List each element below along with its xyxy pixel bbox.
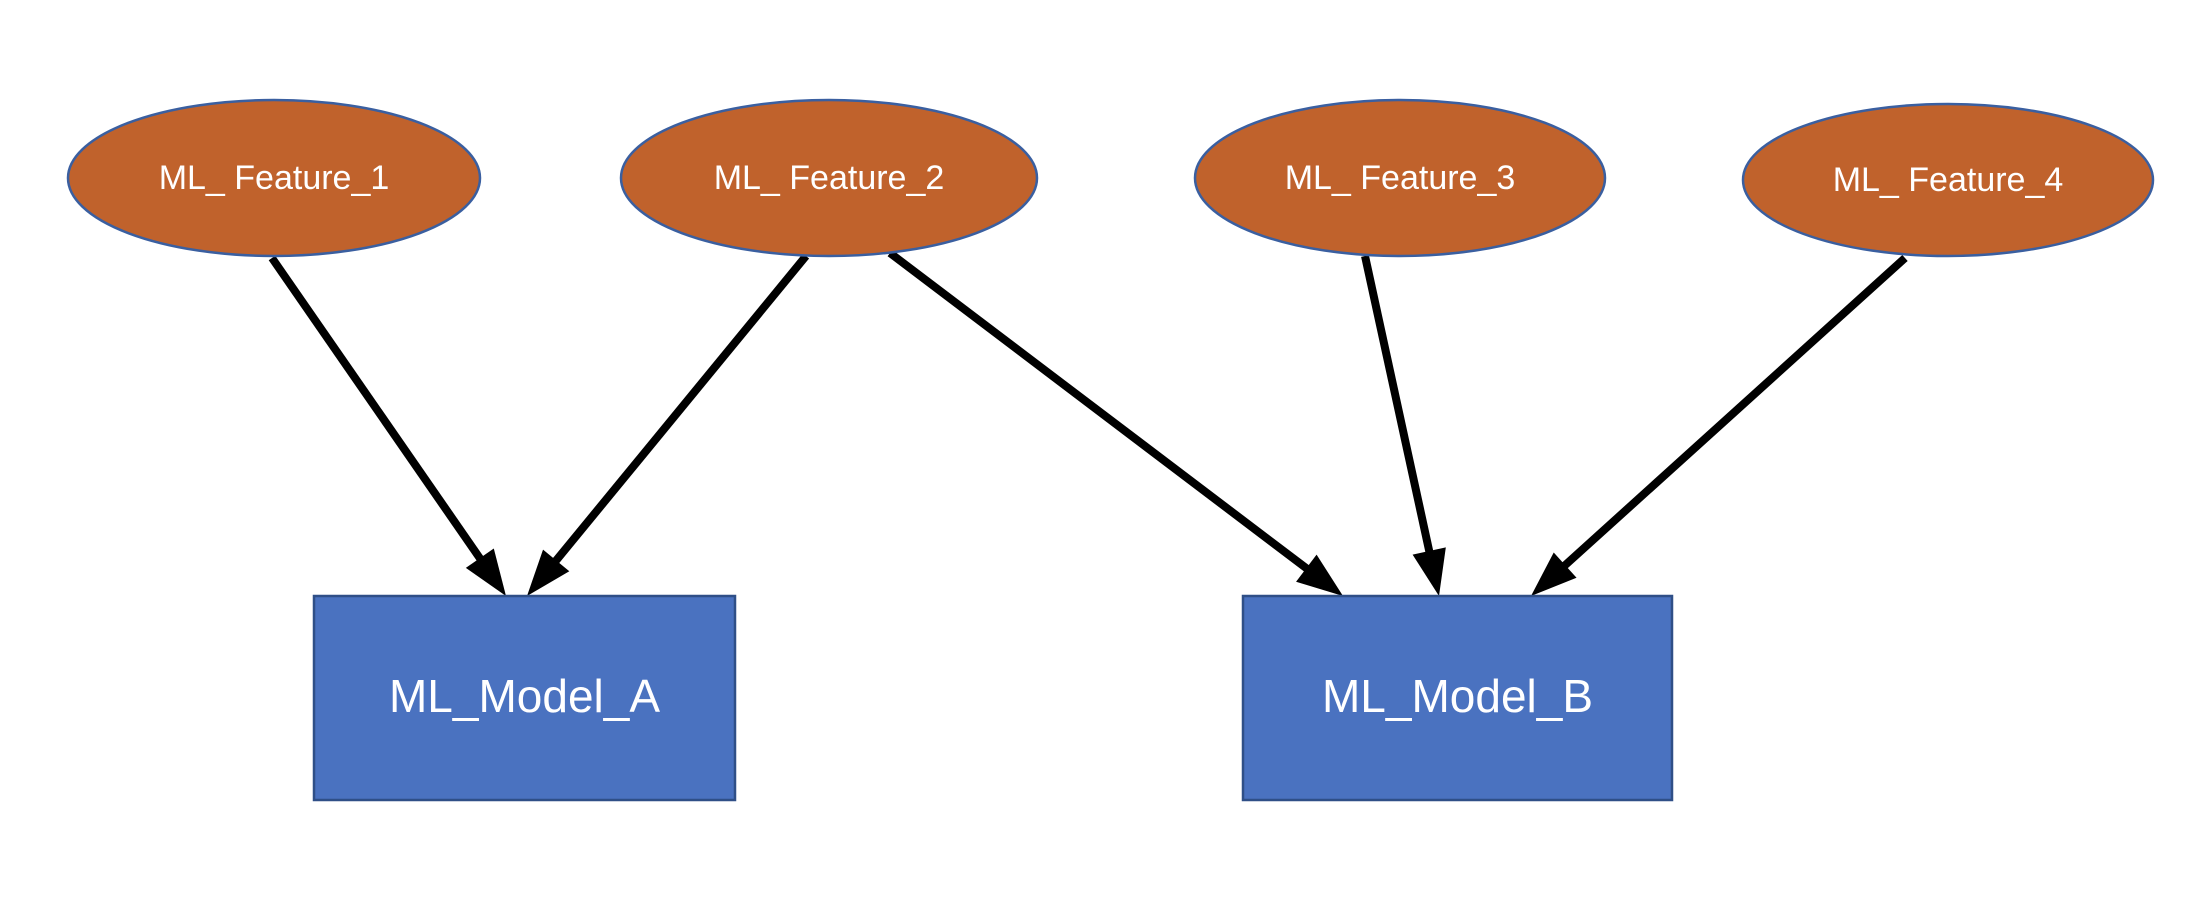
edge-feature-2-to-model-a [527,253,810,596]
edge-shaft [268,255,487,566]
edge-arrowhead [1296,554,1343,596]
edge-feature-1-to-model-a [268,255,506,596]
edge-arrowhead [527,549,570,596]
edge-arrowhead [1412,547,1446,596]
feature-node-3[interactable]: ML_ Feature_3 [1193,98,1607,258]
feature-ellipse-shape[interactable] [1741,102,2155,258]
feature-ellipse-shape[interactable] [619,98,1039,258]
edge-feature-3-to-model-b [1361,255,1446,596]
model-rect-shape[interactable] [312,594,737,802]
feature-nodes-layer: ML_ Feature_1 ML_ Feature_2 ML_ Feature_3 M… [66,98,2155,258]
model-node-b[interactable]: ML_Model_B [1241,594,1674,802]
edge-arrowhead [1531,552,1577,596]
feature-ellipse-shape[interactable] [66,98,482,258]
edge-feature-2-to-model-b [887,249,1343,596]
edge-shaft [887,249,1314,576]
model-rect-shape[interactable] [1241,594,1674,802]
model-node-a[interactable]: ML_Model_A [312,594,737,802]
feature-node-1[interactable]: ML_ Feature_1 [66,98,482,258]
edge-feature-4-to-model-b [1531,255,1908,596]
edge-arrowhead [465,548,506,596]
edge-shaft [1557,255,1908,573]
edge-shaft [1361,255,1435,558]
feature-node-2[interactable]: ML_ Feature_2 [619,98,1039,258]
feature-node-4[interactable]: ML_ Feature_4 [1741,102,2155,258]
edge-shaft [549,253,810,568]
model-nodes-layer: ML_Model_A ML_Model_B [312,594,1674,802]
feature-ellipse-shape[interactable] [1193,98,1607,258]
edges-layer [268,249,1908,596]
